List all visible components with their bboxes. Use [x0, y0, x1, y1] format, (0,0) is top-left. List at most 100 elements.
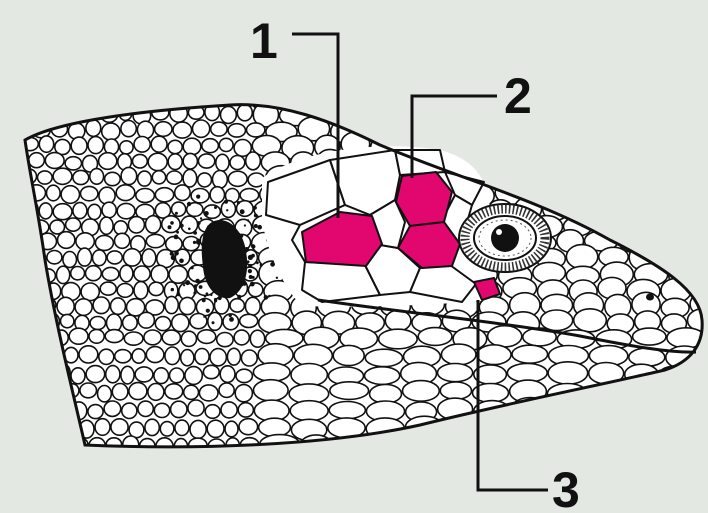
speckle: [194, 284, 197, 287]
speckle: [256, 261, 259, 264]
scale: [60, 314, 73, 327]
speckle: [177, 293, 181, 297]
scale: [145, 419, 159, 435]
pupil: [491, 224, 519, 252]
scale: [134, 266, 150, 281]
speckle: [196, 240, 201, 245]
scale: [173, 122, 192, 138]
scale: [198, 173, 212, 187]
scale: [213, 171, 228, 189]
speckle: [206, 309, 210, 313]
scale: [69, 328, 88, 344]
scale: [160, 422, 174, 436]
scale: [120, 265, 133, 282]
scale: [121, 366, 134, 384]
scale: [88, 137, 103, 154]
speckle: [170, 252, 174, 256]
scale: [250, 330, 264, 347]
scale: [133, 154, 148, 168]
scale: [124, 332, 143, 345]
speckle: [235, 231, 238, 234]
scale: [365, 367, 400, 385]
scale: [75, 299, 92, 316]
scale: [171, 401, 187, 417]
scale: [102, 123, 120, 140]
scale: [225, 421, 238, 437]
scale: [162, 330, 180, 345]
speckle: [199, 285, 203, 289]
scale: [167, 171, 182, 184]
speckle: [244, 224, 246, 226]
scale: [107, 251, 122, 264]
scale: [217, 333, 233, 347]
scale: [183, 153, 197, 169]
scale: [239, 419, 258, 435]
scale: [175, 185, 190, 201]
speckle: [251, 244, 255, 248]
scale: [246, 152, 261, 170]
speckle: [195, 279, 200, 284]
speckle: [249, 264, 252, 267]
speckle: [257, 225, 262, 230]
scale: [228, 124, 245, 137]
scale: [169, 266, 187, 283]
scale: [39, 136, 53, 152]
scale: [71, 368, 85, 384]
scale: [633, 328, 666, 345]
scale: [116, 185, 135, 201]
speckle: [214, 299, 217, 302]
scale: [106, 366, 120, 383]
speckle: [195, 249, 197, 251]
scale: [259, 418, 291, 436]
scale: [541, 310, 573, 331]
scale: [129, 383, 147, 400]
scale: [78, 248, 92, 266]
scale: [86, 120, 101, 137]
speckle: [223, 288, 228, 293]
speckle: [187, 202, 191, 206]
scale: [128, 217, 144, 233]
scale: [220, 366, 235, 383]
scale: [138, 401, 153, 416]
speckle: [210, 294, 212, 296]
scale: [216, 154, 229, 171]
scale: [241, 350, 257, 366]
scale: [211, 122, 227, 136]
eye: [459, 204, 551, 272]
scale: [418, 328, 452, 346]
speckle: [253, 206, 257, 210]
speckle: [204, 211, 209, 216]
speckle: [264, 295, 269, 300]
scale: [138, 171, 152, 186]
speckle: [249, 275, 253, 279]
scale: [86, 266, 102, 281]
scale: [111, 298, 126, 314]
scale: [247, 123, 265, 137]
scale: [154, 368, 169, 384]
scale: [191, 189, 209, 203]
speckle: [197, 221, 201, 225]
speckle: [176, 261, 178, 263]
scale: [183, 169, 197, 187]
scale: [566, 245, 597, 269]
scale: [134, 282, 148, 299]
scale: [115, 350, 131, 363]
speckle: [270, 262, 275, 267]
scale: [88, 405, 103, 419]
scale: [172, 202, 186, 216]
scale: [115, 233, 130, 248]
scale: [512, 345, 548, 363]
speckle: [179, 259, 184, 264]
scale: [574, 309, 607, 332]
scale: [205, 405, 220, 419]
label-2: 2: [504, 68, 532, 124]
speckle: [229, 317, 234, 322]
scale: [86, 366, 105, 383]
speckle: [250, 282, 255, 287]
scale: [207, 420, 224, 437]
speckle: [240, 209, 244, 213]
scale: [90, 317, 105, 330]
scale: [120, 141, 133, 154]
scale: [488, 326, 522, 347]
